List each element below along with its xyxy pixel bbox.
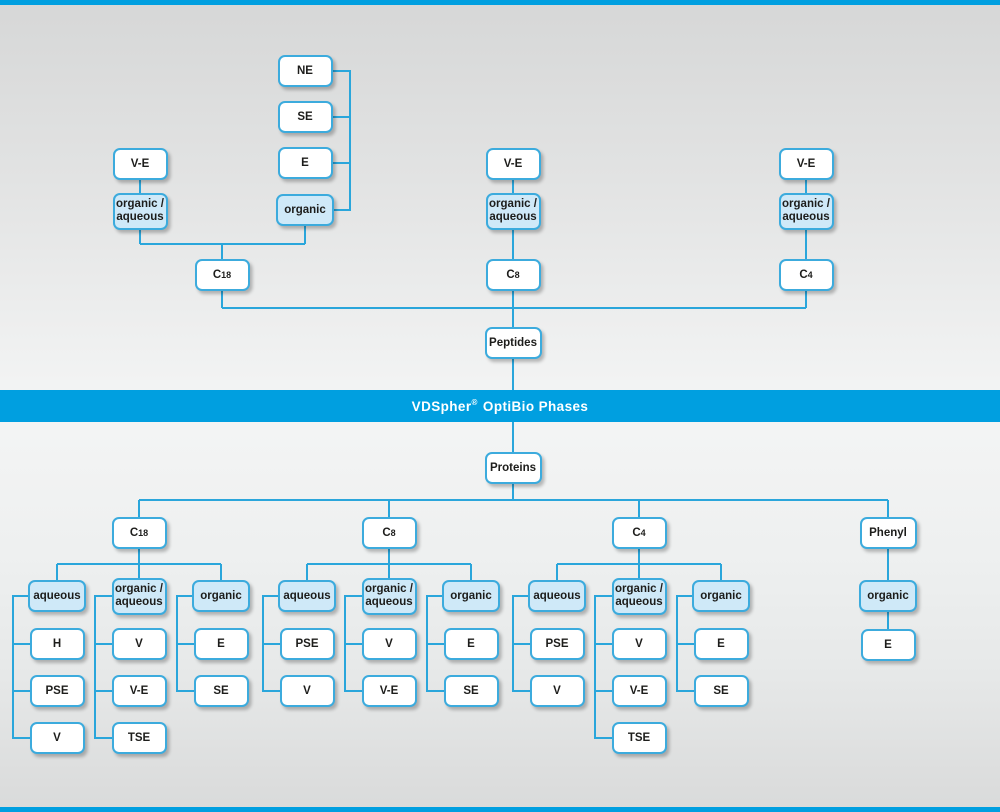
pro-c4-mode-aqueous: aqueous — [528, 580, 586, 612]
pro-c8-orgaq-ve: V-E — [361, 675, 417, 707]
pro-c8-mode-organic: organic — [442, 580, 500, 612]
pro-c4-mode-organic: organic — [692, 580, 750, 612]
pro-phenyl-organic-e: E — [860, 629, 916, 661]
pro-c4-orgaq-v: V — [611, 628, 667, 660]
pro-c8-aqueous-pse: PSE — [279, 628, 335, 660]
pro-c4-orgaq-tse: TSE — [611, 722, 667, 754]
optibio-banner: VDSpher® OptiBio Phases — [0, 390, 1000, 422]
pro-phenyl-mode-organic: organic — [859, 580, 917, 612]
pro-c4-organic-se: SE — [693, 675, 749, 707]
connector — [94, 595, 117, 739]
connector — [12, 595, 35, 739]
pro-c8-mode-organic-aqueous: organic /aqueous — [361, 577, 417, 615]
top-accent-bar — [0, 0, 1000, 5]
pro-c18-aqueous-pse: PSE — [29, 675, 85, 707]
pep-c18-organic-se: SE — [277, 101, 333, 133]
connector — [594, 595, 617, 739]
pro-c18-orgaq-v: V — [111, 628, 167, 660]
pro-c4-mode-organic-aqueous: organic /aqueous — [611, 577, 667, 615]
pro-c4-aqueous-v: V — [529, 675, 585, 707]
pro-c18-aqueous-v: V — [29, 722, 85, 754]
pep-c18-mode-organic: organic — [276, 194, 334, 226]
pro-c4-orgaq-ve: V-E — [611, 675, 667, 707]
pro-c18-mode-organic-aqueous: organic /aqueous — [111, 577, 167, 615]
proteins: Proteins — [484, 452, 542, 484]
peptides: Peptides — [484, 327, 542, 359]
pro-c8-aqueous-v: V — [279, 675, 335, 707]
pep-c4-ve: V-E — [778, 148, 834, 180]
pep-c18-organic-ne: NE — [277, 55, 333, 87]
pep-c18-ve: V-E — [112, 148, 168, 180]
pep-c4-mode-organic-aqueous: organic /aqueous — [778, 192, 834, 230]
pro-c18-aqueous-h: H — [29, 628, 85, 660]
pro-c18-organic-se: SE — [193, 675, 249, 707]
bottom-accent-bar — [0, 807, 1000, 812]
pep-c8-ve: V-E — [485, 148, 541, 180]
pro-c18-mode-organic: organic — [192, 580, 250, 612]
connector — [331, 70, 351, 211]
pro-c8-orgaq-v: V — [361, 628, 417, 660]
pro-c8-mode-aqueous: aqueous — [278, 580, 336, 612]
pro-c18-orgaq-ve: V-E — [111, 675, 167, 707]
pro-c18-orgaq-tse: TSE — [111, 722, 167, 754]
pep-c18-mode-organic-aqueous: organic /aqueous — [112, 192, 168, 230]
pro-c8-organic-se: SE — [443, 675, 499, 707]
pro-c18-mode-aqueous: aqueous — [28, 580, 86, 612]
pro-c4-organic-e: E — [693, 628, 749, 660]
banner-title: VDSpher® OptiBio Phases — [411, 398, 589, 414]
pep-c18-organic-e: E — [277, 147, 333, 179]
pro-col-phenyl: Phenyl — [859, 517, 917, 549]
pep-c8-mode-organic-aqueous: organic /aqueous — [485, 192, 541, 230]
pro-c4-aqueous-pse: PSE — [529, 628, 585, 660]
pro-c8-organic-e: E — [443, 628, 499, 660]
pro-c18-organic-e: E — [193, 628, 249, 660]
